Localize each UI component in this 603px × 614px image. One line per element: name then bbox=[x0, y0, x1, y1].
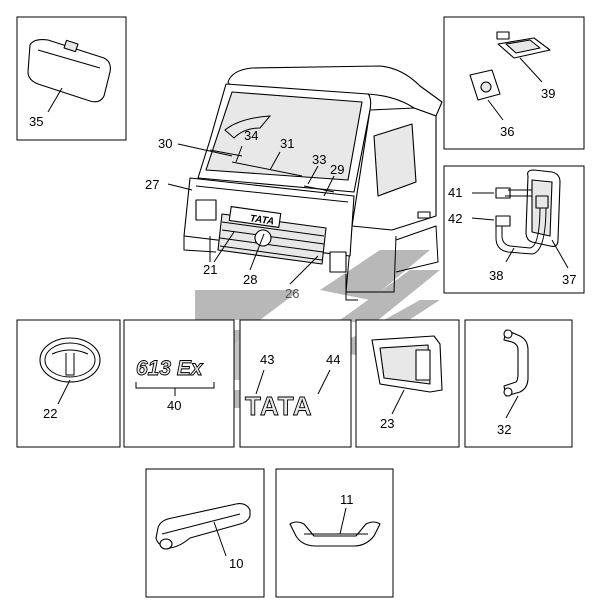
grille-logo-text: TATA bbox=[249, 213, 275, 227]
tata-letters-part: TATA bbox=[245, 369, 331, 421]
callout-40: 40 bbox=[167, 398, 181, 413]
callout-30: 30 bbox=[158, 136, 172, 151]
callout-29: 29 bbox=[330, 162, 344, 177]
callout-11: 11 bbox=[340, 492, 354, 507]
model-badge-text: 613 Ex bbox=[136, 357, 204, 380]
callout-10: 10 bbox=[229, 556, 243, 571]
frame-40 bbox=[123, 319, 235, 448]
pull-handle-part bbox=[289, 507, 381, 547]
callout-28: 28 bbox=[243, 272, 257, 287]
callout-27: 27 bbox=[145, 177, 159, 192]
tata-letters-text: TATA bbox=[245, 391, 313, 421]
callout-38: 38 bbox=[489, 268, 503, 283]
lamp-housing-part bbox=[371, 335, 443, 415]
callout-42: 42 bbox=[448, 211, 462, 226]
callout-33: 33 bbox=[312, 152, 326, 167]
rear-mirror-assembly bbox=[471, 169, 569, 269]
callout-44: 44 bbox=[326, 352, 340, 367]
callout-22: 22 bbox=[43, 406, 57, 421]
door-handle-part bbox=[155, 503, 251, 557]
sun-visor-part bbox=[27, 39, 111, 113]
callout-35: 35 bbox=[29, 114, 43, 129]
model-badge-part: 613 Ex bbox=[135, 357, 215, 396]
callout-41: 41 bbox=[448, 185, 462, 200]
frame-36-39 bbox=[443, 16, 585, 150]
mirror-bracket-part bbox=[469, 69, 504, 121]
mirror-head-part bbox=[496, 31, 551, 83]
callout-26: 26 bbox=[285, 286, 299, 301]
callout-23: 23 bbox=[380, 416, 394, 431]
frame-43-44 bbox=[239, 319, 352, 448]
callout-32: 32 bbox=[497, 422, 511, 437]
callout-21: 21 bbox=[203, 262, 217, 277]
callout-36: 36 bbox=[500, 124, 514, 139]
callout-39: 39 bbox=[541, 86, 555, 101]
truck-cab: TATA bbox=[183, 65, 443, 301]
callout-37: 37 bbox=[562, 272, 576, 287]
frame-37-42 bbox=[443, 165, 585, 294]
grab-handle-part bbox=[503, 329, 529, 419]
callout-31: 31 bbox=[280, 136, 294, 151]
callout-43: 43 bbox=[260, 352, 274, 367]
emblem-part bbox=[39, 337, 101, 405]
callout-34: 34 bbox=[244, 128, 258, 143]
